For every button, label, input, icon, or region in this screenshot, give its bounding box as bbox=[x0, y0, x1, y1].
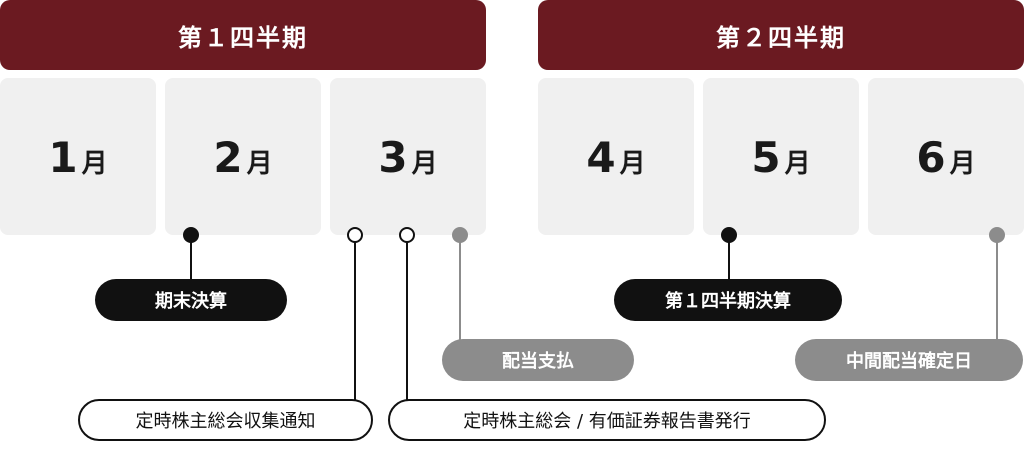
event-marker-dot bbox=[989, 227, 1005, 243]
event-label-q1-settlement: 第１四半期決算 bbox=[614, 279, 842, 321]
month-unit: 月 bbox=[411, 149, 438, 179]
month-unit: 月 bbox=[619, 149, 646, 179]
month-number: 1 bbox=[48, 133, 78, 182]
quarter-2-header: 第２四半期 bbox=[538, 0, 1024, 70]
event-label-agm-securities-report: 定時株主総会 / 有価証券報告書発行 bbox=[388, 399, 826, 441]
event-marker-dot bbox=[721, 227, 737, 243]
month-number: 6 bbox=[916, 133, 946, 182]
month-unit: 月 bbox=[949, 149, 976, 179]
connector-line bbox=[190, 236, 192, 280]
connector-line bbox=[459, 236, 461, 340]
month-unit: 月 bbox=[81, 149, 108, 179]
event-marker-dot bbox=[347, 227, 363, 243]
month-unit: 月 bbox=[784, 149, 811, 179]
event-label-agm-notice: 定時株主総会収集通知 bbox=[78, 399, 373, 441]
quarter-1-header: 第１四半期 bbox=[0, 0, 486, 70]
event-label-period-end-settlement: 期末決算 bbox=[95, 279, 287, 321]
month-number: 5 bbox=[751, 133, 781, 182]
month-unit: 月 bbox=[246, 149, 273, 179]
event-marker-dot bbox=[183, 227, 199, 243]
event-label-dividend-payment: 配当支払 bbox=[442, 339, 634, 381]
connector-line bbox=[996, 236, 998, 340]
connector-line bbox=[354, 242, 356, 402]
event-marker-dot bbox=[399, 227, 415, 243]
event-marker-dot bbox=[452, 227, 468, 243]
event-label-interim-dividend-record-date: 中間配当確定日 bbox=[795, 339, 1023, 381]
connector-line bbox=[728, 236, 730, 280]
month-number: 3 bbox=[378, 133, 408, 182]
month-number: 4 bbox=[586, 133, 616, 182]
connector-line bbox=[406, 242, 408, 402]
month-number: 2 bbox=[213, 133, 243, 182]
